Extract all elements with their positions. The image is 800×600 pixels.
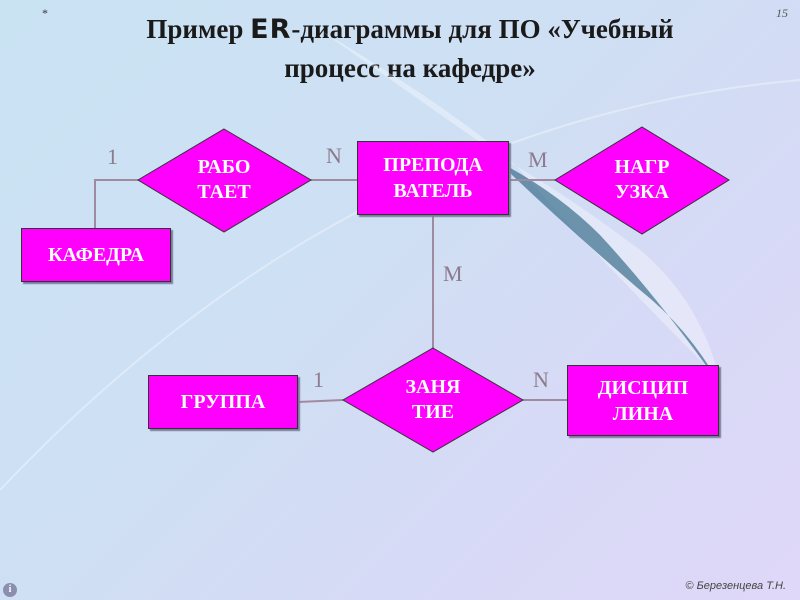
relationship-zanyatie-label-1: ЗАНЯ — [405, 376, 461, 398]
relationship-rabotaet-label-1: РАБО — [197, 156, 251, 178]
cardinality-prepod-rabotaet: N — [326, 143, 342, 168]
page-number: 15 — [776, 6, 788, 20]
relationship-zanyatie-label: ЗАНЯ ТИЕ — [383, 375, 483, 425]
entity-gruppa: ГРУППА — [148, 375, 298, 429]
relationship-rabotaet-label-2: ТАЕТ — [197, 181, 251, 203]
title-prefix: Пример — [146, 14, 251, 44]
cardinality-prepod-nagruzka: M — [528, 147, 548, 172]
entity-prepodavatel-label-1: ПРЕПОДА — [383, 154, 483, 176]
entity-kafedra-label: КАФЕДРА — [47, 244, 145, 266]
cardinality-disciplina-zanyatie: N — [533, 367, 549, 392]
footer-copyright: © Березенцева Т.Н. — [685, 580, 786, 592]
entity-disciplina-label-2: ЛИНА — [612, 402, 674, 425]
entity-disciplina: ДИСЦИП ЛИНА — [567, 365, 719, 436]
connector-kafedra-rabotaet — [94, 179, 138, 228]
cardinality-kafedra-rabotaet: 1 — [107, 144, 118, 169]
relationship-nagruzka-diamond — [554, 126, 730, 235]
entity-kafedra: КАФЕДРА — [21, 228, 171, 282]
relationship-nagruzka-label-2: УЗКА — [615, 181, 669, 203]
info-icon[interactable]: i — [3, 583, 17, 597]
entity-prepodavatel-label-2: ВАТЕЛЬ — [393, 180, 473, 202]
relationship-rabotaet-label: РАБО ТАЕТ — [174, 155, 274, 205]
connector-gruppa-zanyatie — [297, 399, 344, 403]
title-rest: -диаграммы для ПО «Учебный — [291, 14, 674, 44]
title-line2: процесс на кафедре» — [284, 53, 536, 83]
entity-gruppa-label: ГРУППА — [180, 391, 266, 413]
cardinality-gruppa-zanyatie: 1 — [313, 367, 324, 392]
cardinality-prepod-zanyatie: M — [443, 261, 463, 286]
relationship-zanyatie-diamond — [342, 347, 524, 453]
entity-disciplina-label-1: ДИСЦИП — [597, 376, 689, 399]
background-swoosh-shadow — [505, 165, 720, 385]
relationship-nagruzka-label-1: НАГР — [614, 156, 670, 178]
relationship-rabotaet-diamond — [137, 128, 312, 233]
slide-marker: * — [42, 6, 48, 20]
slide-title: Пример ER-диаграммы для ПО «Учебный проц… — [60, 10, 760, 88]
relationship-zanyatie-label-2: ТИЕ — [411, 401, 455, 423]
relationship-nagruzka-label: НАГР УЗКА — [592, 155, 692, 205]
entity-prepodavatel: ПРЕПОДА ВАТЕЛЬ — [357, 141, 509, 215]
title-er: ER — [250, 14, 292, 45]
